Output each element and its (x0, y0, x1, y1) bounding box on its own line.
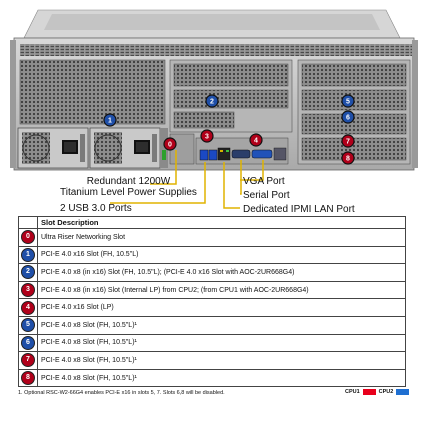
slot-badge-cell: 4 (18, 298, 38, 317)
usb-port-2 (208, 149, 218, 161)
diagram-slot-badge-4: 4 (249, 133, 263, 147)
table-header-row: Slot Description (18, 216, 406, 229)
slot-number-badge: 6 (21, 335, 35, 350)
diagram-slot-badge-2: 2 (205, 94, 219, 108)
ipmi-callout: Dedicated IPMI LAN Port (243, 204, 355, 215)
svg-text:3: 3 (205, 134, 209, 141)
svg-text:4: 4 (254, 138, 258, 145)
psu-callout-line1: Redundant 1200W (86, 176, 171, 187)
diagram-slot-badge-7: 7 (341, 134, 355, 148)
slot-description: PCI-E 4.0 x8 Slot (FH, 10.5"L)¹ (37, 368, 406, 388)
diagram-slot-badge-5: 5 (341, 94, 355, 108)
diagram-slot-badge-1: 1 (103, 113, 117, 127)
slot-description: PCI-E 4.0 x8 Slot (FH, 10.5"L)¹ (37, 351, 406, 370)
slot-badge-cell: 3 (18, 280, 38, 300)
legend-cpu2-label: CPU2 (378, 389, 394, 395)
slot-badge-cell: 5 (18, 315, 38, 335)
server-rear-view: 0 1 2 3 4 5 6 7 8 (10, 9, 418, 209)
diagram-slot-badge-0: 0 (163, 137, 177, 151)
vga-port (251, 149, 273, 159)
slot-badge-cell: 6 (18, 333, 38, 353)
usb-callout: 2 USB 3.0 Ports (60, 203, 132, 214)
svg-text:6: 6 (346, 115, 350, 122)
vga-callout: VGA Port (243, 176, 285, 187)
slot-description: Ultra Riser Networking Slot (37, 228, 406, 247)
slot-description: PCI-E 4.0 x8 Slot (FH, 10.5"L)¹ (37, 315, 406, 335)
ipmi-lan-port (217, 147, 231, 161)
svg-text:5: 5 (346, 99, 350, 106)
legend-cpu2-swatch (396, 389, 410, 395)
slot-description: PCI-E 4.0 x16 Slot (LP) (37, 298, 406, 317)
serial-callout: Serial Port (243, 190, 290, 201)
svg-text:2: 2 (210, 99, 214, 106)
slot-number-badge: 1 (21, 247, 35, 262)
slot-number-badge: 3 (21, 283, 35, 298)
callout-lines (110, 150, 264, 209)
cpu-legend: CPU1 CPU2 (345, 389, 410, 395)
slot-badge-cell: 1 (18, 245, 38, 265)
legend-cpu1-label: CPU1 (345, 389, 360, 395)
slot-description-header: Slot Description (37, 216, 406, 229)
slot-description: PCI-E 4.0 x16 Slot (FH, 10.5"L) (37, 245, 406, 265)
diagram-slot-badge-8: 8 (341, 151, 355, 165)
footnote: 1. Optional RSC-W2-66G4 enables PCI-E x1… (18, 390, 225, 396)
header-badge-cell (18, 216, 38, 229)
svg-text:8: 8 (346, 156, 350, 163)
slot-badge-cell: 2 (18, 263, 38, 282)
diagram-slot-badge-6: 6 (341, 110, 355, 124)
slot-description: PCI-E 4.0 x8 (in x16) Slot (FH, 10.5"L);… (37, 263, 406, 282)
legend-cpu1-swatch (362, 389, 376, 395)
slot-description: PCI-E 4.0 x8 (in x16) Slot (Internal LP)… (37, 280, 406, 300)
slot-number-badge: 0 (21, 230, 35, 245)
slot-number-badge: 2 (21, 265, 35, 280)
slot-number-badge: 4 (21, 300, 35, 315)
diagram-slot-badge-3: 3 (200, 129, 214, 143)
power-supply-2 (89, 127, 161, 169)
slot-badge-cell: 7 (18, 351, 38, 370)
slot-number-badge: 5 (21, 318, 35, 333)
serial-port (231, 149, 251, 159)
svg-text:7: 7 (346, 139, 350, 146)
slot-badge-cell: 8 (18, 368, 38, 388)
slot-number-badge: 8 (21, 371, 35, 386)
psu-callout-line2: Titanium Level Power Supplies (60, 187, 197, 198)
slot-number-badge: 7 (21, 353, 35, 368)
usb-port-1 (199, 149, 209, 161)
svg-text:1: 1 (108, 118, 112, 125)
svg-text:0: 0 (168, 142, 172, 149)
slot-badge-cell: 0 (18, 228, 38, 247)
power-supply-1 (17, 127, 89, 169)
slot-description: PCI-E 4.0 x8 Slot (FH, 10.5"L)¹ (37, 333, 406, 353)
psu-callout: Redundant 1200W Titanium Level Power Sup… (60, 176, 197, 198)
